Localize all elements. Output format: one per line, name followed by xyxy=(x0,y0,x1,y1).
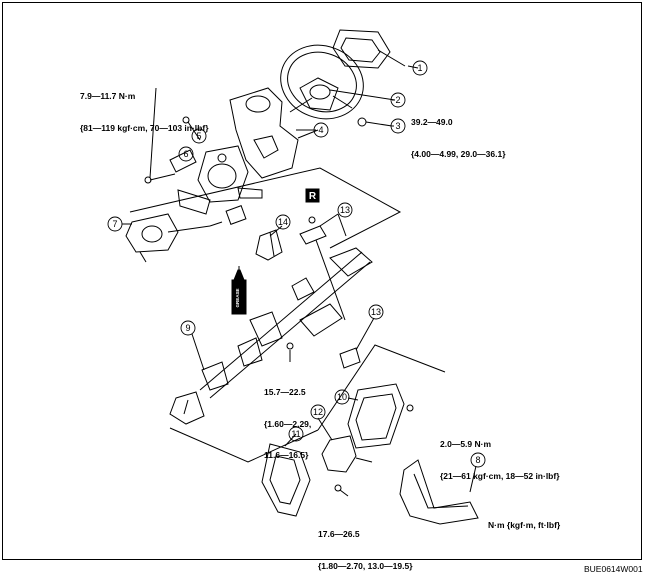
callout-10: 10 xyxy=(334,389,350,405)
steering-column-part xyxy=(169,239,373,425)
grease-label: GREASE xyxy=(235,288,240,307)
callout-9: 9 xyxy=(180,320,196,336)
bolt-part xyxy=(299,216,361,369)
svg-text:R: R xyxy=(309,191,317,202)
torque-spec-column: 15.7—22.5 {1.60—2.29, 11.6—16.5} xyxy=(264,387,312,460)
svg-text:3: 3 xyxy=(395,121,400,131)
callout-2: 2 xyxy=(390,92,406,108)
callout-7: 7 xyxy=(107,216,123,232)
torque-spec-cover: 2.0—5.9 N·m {21—61 kgf·cm, 18—52 in·lbf} xyxy=(440,439,560,481)
svg-text:6: 6 xyxy=(183,149,188,159)
svg-text:10: 10 xyxy=(337,392,347,402)
torque-spec-steering-lock: 7.9—11.7 N·m {81—119 kgf·cm, 70—103 in·l… xyxy=(80,91,209,133)
grease-tube-icon xyxy=(231,266,247,315)
units-note: N·m {kgf·m, ft·lbf} xyxy=(488,520,561,530)
svg-text:5: 5 xyxy=(196,131,201,141)
callout-1: 1 xyxy=(412,60,428,76)
callout-6: 6 xyxy=(178,146,194,162)
svg-text:2: 2 xyxy=(395,95,400,105)
steering-lock-part xyxy=(125,205,247,263)
callouts: 1 2 3 4 5 6 7 8 9 10 11 12 13 13 14 xyxy=(107,60,486,468)
joint-part xyxy=(321,435,373,497)
svg-text:9: 9 xyxy=(185,323,190,333)
diagram-frame xyxy=(2,2,642,560)
svg-text:11: 11 xyxy=(291,429,300,439)
column-cover-part xyxy=(229,87,319,179)
svg-text:8: 8 xyxy=(475,455,480,465)
steering-wheel-part xyxy=(280,44,396,127)
bracket-part xyxy=(255,229,283,261)
airbag-module-part xyxy=(332,29,406,69)
svg-text:4: 4 xyxy=(318,125,323,135)
cover-part xyxy=(347,383,414,449)
leader-lines xyxy=(122,65,477,493)
lower-group-outline xyxy=(317,344,446,431)
callout-4: 4 xyxy=(313,122,329,138)
torque-spec-joint: 17.6—26.5 {1.80—2.70, 13.0—19.5} xyxy=(318,529,413,571)
callout-8: 8 xyxy=(470,452,486,468)
replace-marker-icon: R xyxy=(305,188,320,203)
svg-text:12: 12 xyxy=(313,407,323,417)
combination-switch-part xyxy=(144,87,263,215)
figure-code: BUE0614W001 xyxy=(584,564,643,574)
garnish-part xyxy=(399,459,479,525)
callout-5: 5 xyxy=(191,128,207,144)
callout-3: 3 xyxy=(390,118,406,134)
torque-spec-steering-wheel: 39.2—49.0 {4.00—4.99, 29.0—36.1} xyxy=(411,117,506,159)
boot-part xyxy=(261,443,311,517)
svg-text:14: 14 xyxy=(278,217,288,227)
svg-text:7: 7 xyxy=(112,219,117,229)
svg-text:13: 13 xyxy=(340,205,350,215)
callout-13a: 13 xyxy=(337,202,353,218)
column-group-outline xyxy=(129,167,402,249)
callout-13b: 13 xyxy=(368,304,384,320)
callout-14: 14 xyxy=(275,214,291,230)
svg-text:1: 1 xyxy=(417,63,422,73)
callout-11: 11 xyxy=(288,426,304,442)
svg-text:13: 13 xyxy=(371,307,381,317)
callout-12: 12 xyxy=(310,404,326,420)
